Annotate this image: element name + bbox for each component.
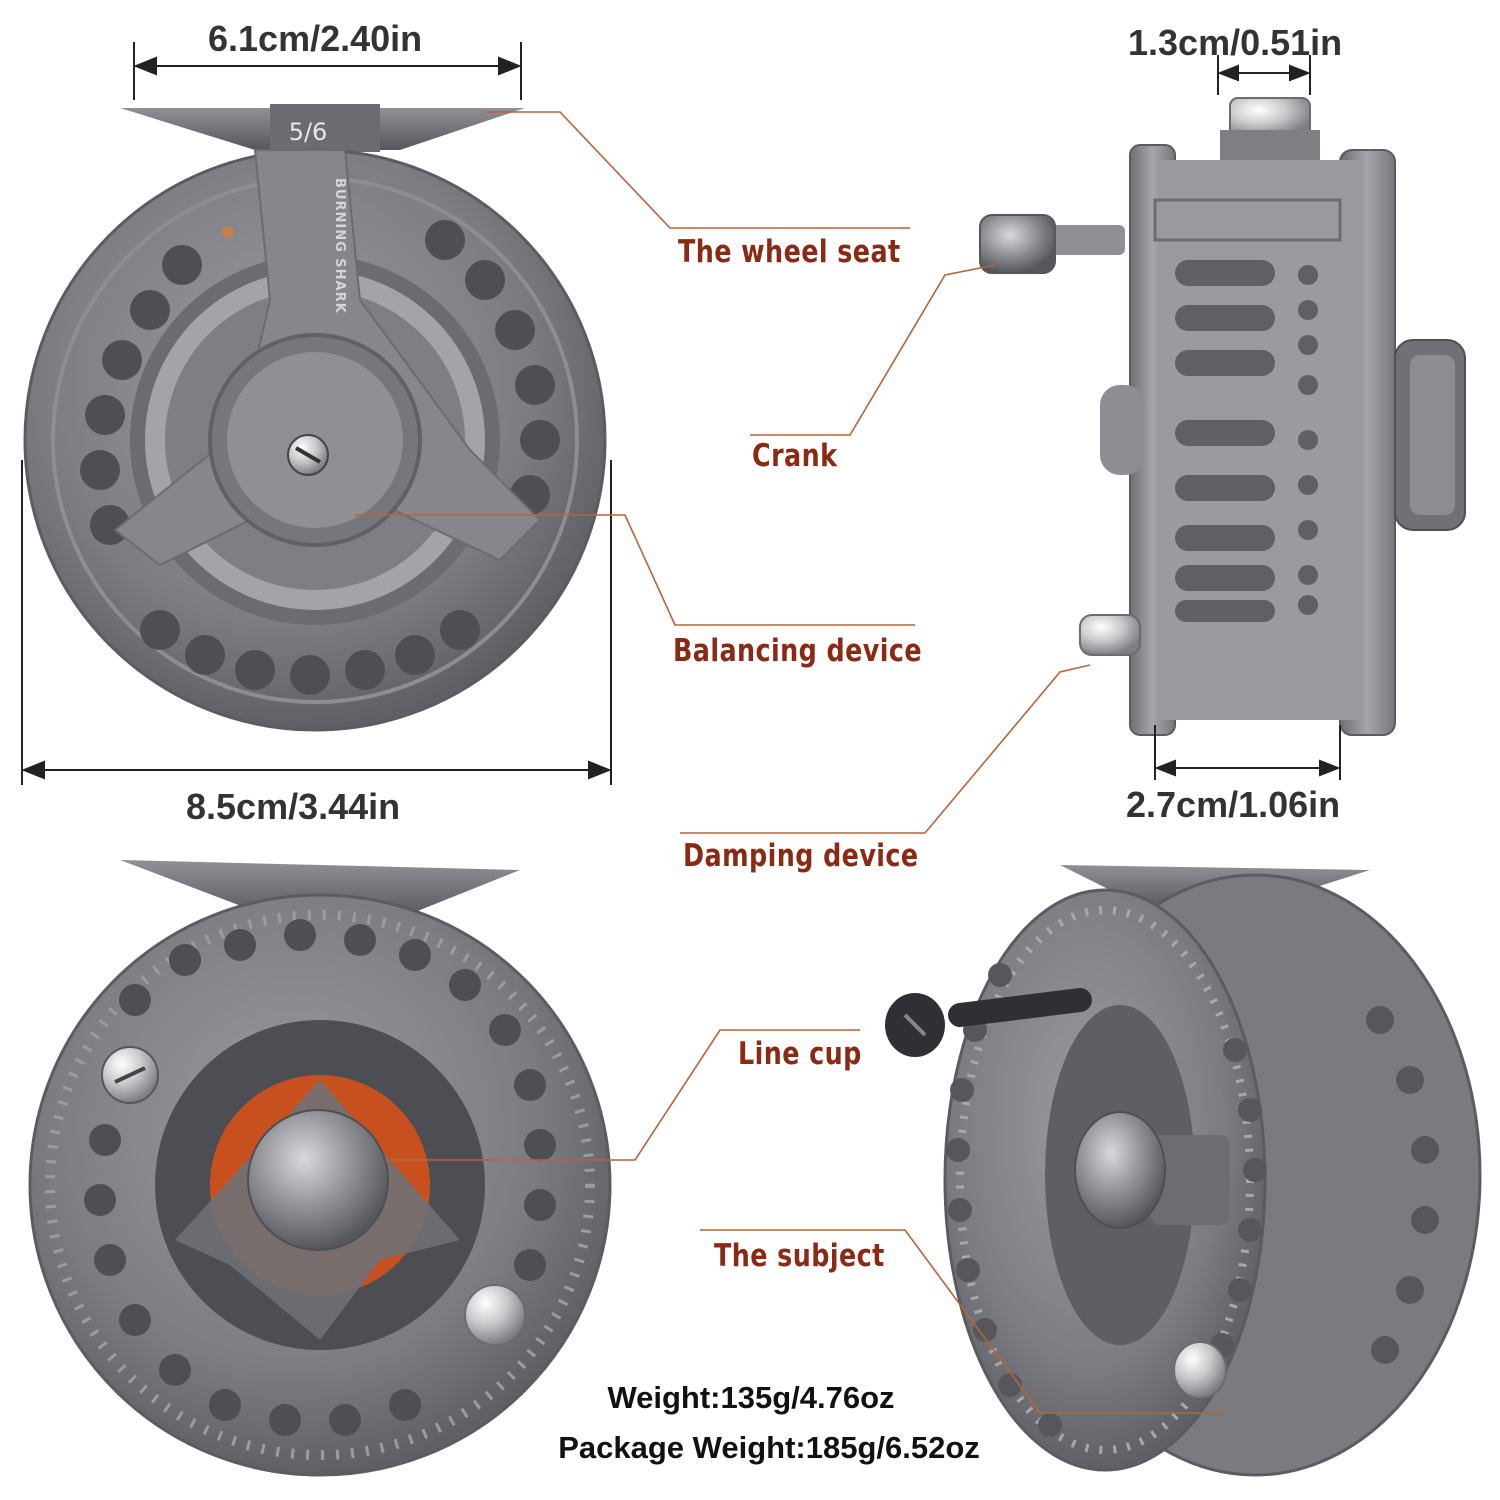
reel-side-view (979, 97, 1466, 736)
dimension-lines (21, 42, 1341, 785)
foot-width-label: 1.3cm/0.51in (1128, 22, 1343, 63)
spool-width-label: 2.7cm/1.06in (1126, 784, 1341, 825)
weight-label: Weight:135g/4.76oz (607, 1380, 895, 1415)
seat-width-label: 6.1cm/2.40in (208, 18, 423, 59)
subject-callout: The subject (714, 1238, 885, 1274)
line-weight-mark: 5/6 (289, 118, 328, 146)
reel-front-view: 5/6 BURNING SHARK (23, 104, 607, 732)
reel-diameter-label: 8.5cm/3.44in (186, 786, 401, 827)
wheel-seat-callout: The wheel seat (678, 234, 901, 270)
reel-back-view (28, 860, 612, 1477)
reel-angled-view (885, 865, 1482, 1477)
callout-leader-lines (355, 111, 1225, 1414)
line-cup-callout: Line cup (738, 1036, 862, 1072)
damping-device-callout: Damping device (683, 838, 919, 874)
crank-callout: Crank (752, 438, 838, 474)
brand-mark: BURNING SHARK (332, 178, 347, 314)
balancing-device-callout: Balancing device (673, 633, 923, 669)
package-weight-label: Package Weight:185g/6.52oz (558, 1430, 980, 1465)
